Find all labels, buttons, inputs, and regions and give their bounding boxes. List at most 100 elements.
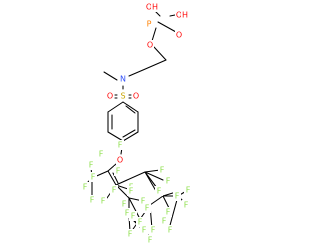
atom-label-f-27: F	[128, 230, 133, 239]
atom-label-f-3-backdrop	[114, 166, 122, 176]
atom-label-f-10: F	[122, 200, 127, 209]
bond-19	[122, 101, 139, 113]
atom-label-f-7-backdrop	[88, 195, 96, 205]
atom-label-f-8-backdrop	[99, 196, 107, 206]
atom-label-f-1-backdrop	[116, 140, 124, 150]
atom-label-f-7: F	[90, 196, 95, 205]
atom-label-f-20-backdrop	[155, 186, 163, 196]
atom-label-p-backdrop	[145, 19, 153, 29]
atom-label-f-18: F	[160, 166, 165, 175]
atom-label-sulfonyl-o-right-backdrop	[132, 91, 140, 101]
bond-42	[144, 169, 161, 173]
bond-21	[122, 129, 136, 138]
atom-label-f-16-backdrop	[123, 208, 131, 218]
atom-label-oh-2: O	[176, 11, 182, 20]
bond-7	[128, 69, 144, 77]
bond-6	[142, 59, 167, 71]
atom-label-f-24: F	[151, 226, 156, 235]
atom-label-f-30: F	[186, 186, 191, 195]
bond-5	[153, 46, 167, 61]
atom-label-oh-1-backdrop	[145, 2, 153, 12]
atom-label-f-4-backdrop	[87, 160, 95, 170]
atom-label-ether-o: O	[117, 156, 123, 165]
atom-label-f-8: F	[101, 197, 106, 206]
atom-label-f-10-backdrop	[120, 199, 128, 209]
atom-label-s: S	[120, 92, 125, 101]
atom-label-f-5: F	[91, 173, 96, 182]
atom-label-f-2: F	[99, 150, 104, 159]
atom-label-f-19-backdrop	[164, 176, 172, 186]
atom-label-f-15: F	[138, 218, 143, 227]
atom-label-f-27-backdrop	[126, 229, 134, 239]
atom-label-f-21-backdrop	[166, 225, 174, 235]
atom-label-oh-2-h-backdrop	[181, 10, 189, 20]
atom-label-oh-1: O	[146, 3, 152, 12]
atom-label-ester-o: O	[147, 41, 153, 50]
atom-label-n-backdrop	[119, 74, 127, 84]
atom-label-oh-2-backdrop	[175, 10, 183, 20]
atom-label-sulfonyl-o-right: O	[133, 92, 139, 101]
bond-52	[149, 195, 164, 206]
atom-label-f-19: F	[166, 177, 171, 186]
atom-label-f-14-backdrop	[139, 196, 147, 206]
atom-label-sulfonyl-o-left: O	[107, 92, 113, 101]
bond-33	[115, 184, 130, 199]
bond-51	[168, 195, 179, 230]
bond-16	[107, 131, 124, 142]
bond-17	[122, 131, 139, 142]
atom-label-f-29-backdrop	[182, 200, 190, 210]
atom-label-f-25: F	[145, 204, 150, 213]
atom-label-f-30-backdrop	[184, 185, 192, 195]
atom-label-f-6: F	[83, 183, 88, 192]
atom-label-f-23-backdrop	[160, 216, 168, 226]
bond-41	[115, 171, 146, 186]
atom-label-oh-1-h: H	[152, 3, 158, 12]
atom-label-f-17-backdrop	[140, 225, 148, 235]
atom-label-f-11: F	[131, 212, 136, 221]
bond-22	[125, 105, 136, 114]
atom-label-f-22-backdrop	[164, 207, 172, 217]
atom-label-f-16: F	[125, 209, 130, 218]
atom-label-s-backdrop	[119, 91, 127, 101]
atom-label-f-21: F	[168, 226, 173, 235]
atom-label-f-18-backdrop	[158, 165, 166, 175]
atom-label-f-14: F	[141, 197, 146, 206]
atom-label-f-9-backdrop	[110, 185, 118, 195]
atom-label-f-28-backdrop	[173, 191, 181, 201]
bond-24	[107, 163, 117, 172]
atom-label-f-29: F	[184, 201, 189, 210]
atom-label-p-double-o-backdrop	[175, 30, 183, 40]
atom-label-p: P	[147, 20, 152, 29]
bond-35	[128, 197, 141, 220]
bond-47	[162, 195, 170, 209]
bond-43	[144, 171, 164, 181]
atom-label-oh-2-h: H	[182, 11, 188, 20]
atom-label-f-1: F	[118, 141, 123, 150]
atom-label-f-13: F	[129, 187, 134, 196]
atom-label-f-17: F	[142, 226, 147, 235]
atom-label-f-20: F	[157, 187, 162, 196]
atom-label-f-24-backdrop	[149, 225, 157, 235]
atom-label-f-13-backdrop	[127, 186, 135, 196]
atom-label-f-15-backdrop	[136, 217, 144, 227]
bond-30	[112, 172, 119, 184]
bond-14	[107, 101, 124, 113]
atom-label-f-26: F	[148, 236, 153, 245]
atom-label-f-9: F	[112, 186, 117, 195]
atom-label-n: N	[120, 75, 126, 84]
atom-label-f-22: F	[166, 208, 171, 217]
atom-label-f-3: F	[116, 167, 121, 176]
atom-label-f-6-backdrop	[81, 182, 89, 192]
atom-label-ether-o-backdrop	[116, 155, 124, 165]
atom-label-f-4: F	[89, 161, 94, 170]
atom-label-f-26-backdrop	[146, 235, 154, 245]
bond-29	[107, 170, 117, 186]
bond-8	[103, 71, 118, 81]
bond-3	[151, 27, 157, 42]
bond-2	[169, 14, 176, 17]
atom-label-sulfonyl-o-left-backdrop	[106, 91, 114, 101]
atom-label-p-double-o: O	[176, 31, 182, 40]
atom-label-f-2-backdrop	[97, 149, 105, 159]
